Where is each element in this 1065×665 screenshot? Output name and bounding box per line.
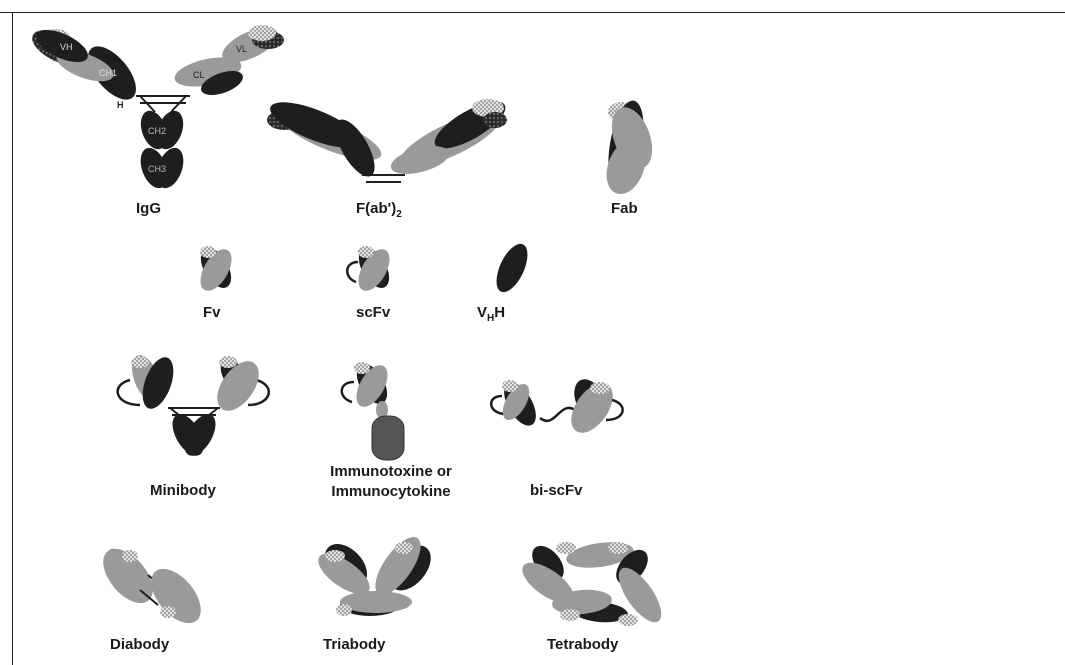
label-fab2-main: F(ab') (356, 200, 396, 217)
label-fv: Fv (203, 304, 221, 321)
label-igg: IgG (136, 200, 161, 217)
igg-label-ch3: CH3 (148, 164, 166, 174)
fab-figure (600, 98, 660, 200)
vhh-figure (490, 239, 534, 296)
vhh-domain (490, 239, 534, 296)
label-fab2: F(ab')2 (356, 200, 402, 220)
label-vhh-v: V (477, 304, 487, 321)
label-fab: Fab (611, 200, 638, 217)
igg-label-vl: VL (236, 44, 247, 54)
diabody-vl-2 (142, 560, 211, 632)
bi-scfv-figure (491, 374, 623, 440)
triabody-tip-3 (336, 604, 352, 616)
fv-figure (194, 243, 238, 296)
immunotoxine-figure (342, 359, 404, 460)
igg-label-ch2: CH2 (148, 126, 166, 136)
label-immunotoxine-line1: Immunotoxine or (306, 462, 476, 482)
diabody-tip-1 (122, 550, 138, 562)
minibody-figure (118, 351, 269, 461)
diabody-tip-2 (160, 606, 176, 618)
igg-vl-right-tip (248, 25, 276, 41)
label-scfv: scFv (356, 304, 390, 321)
label-immunotoxine-line2: Immunocytokine (306, 482, 476, 502)
igg-label-ch1: CH1 (99, 68, 117, 78)
igg-label-cl: CL (193, 70, 205, 80)
label-immunotoxine: Immunotoxine or Immunocytokine (306, 462, 476, 502)
scfv-vl-tip (358, 246, 374, 258)
label-vhh-h: H (494, 304, 505, 321)
tetrabody-figure (516, 538, 669, 628)
label-fab2-sub: 2 (396, 209, 402, 220)
minibody-vl-left-tip (131, 356, 149, 368)
igg-label-vh: VH (60, 42, 73, 52)
immunotoxine-vl-tip (354, 362, 370, 374)
label-triabody: Triabody (323, 636, 386, 653)
triabody-figure (312, 530, 439, 616)
igg-label-h: H (117, 100, 124, 110)
fv-vl-tip (200, 246, 216, 258)
label-diabody: Diabody (110, 636, 169, 653)
immunotoxine-payload (372, 416, 404, 460)
igg-figure: VH CH1 CL VL H CH2 CH3 (27, 21, 284, 192)
triabody-tip-2 (395, 542, 413, 554)
label-minibody: Minibody (150, 482, 216, 499)
tetrabody-tip-3 (560, 609, 580, 621)
label-tetrabody: Tetrabody (547, 636, 618, 653)
tetrabody-tip-2 (608, 542, 628, 554)
minibody-vl-right-tip (219, 356, 237, 368)
fab2-vh-right-tip (483, 112, 507, 128)
label-vhh: VHH (477, 304, 505, 324)
tetrabody-tip-4 (618, 614, 638, 626)
label-bi-scfv: bi-scFv (530, 482, 583, 499)
bi-scfv-vl-1-tip (502, 380, 518, 392)
tetrabody-tip-1 (556, 542, 576, 554)
triabody-tip-1 (325, 550, 345, 562)
fab2-figure (265, 93, 512, 182)
diabody-figure (94, 540, 211, 632)
bi-scfv-vl-2-tip (590, 382, 610, 394)
scfv-figure (347, 243, 396, 296)
